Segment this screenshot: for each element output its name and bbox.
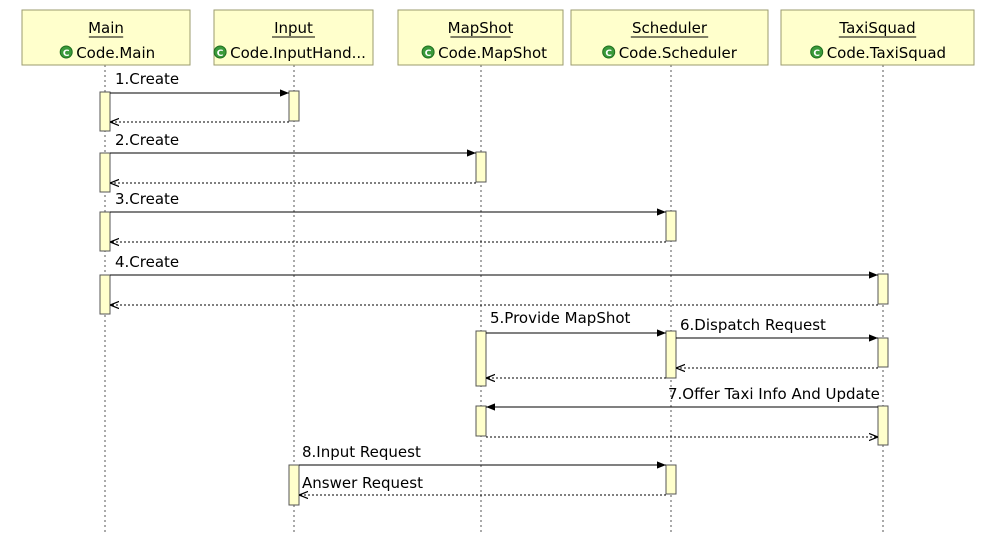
activation-bar-main	[99, 274, 111, 315]
class-c-icon: C	[59, 45, 73, 59]
svg-text:C: C	[813, 49, 820, 59]
lifeline-classifier: Code.TaxiSquad	[827, 44, 946, 62]
lifeline-name: Input	[274, 19, 313, 37]
activation-bar-taxisquad	[877, 405, 889, 446]
activation-bar-mapshot	[475, 330, 487, 387]
message-label: Answer Request	[302, 474, 423, 492]
activation-bar-input	[288, 464, 300, 506]
svg-text:C: C	[63, 49, 70, 59]
message-label: 7.Offer Taxi Info And Update	[668, 385, 880, 403]
message-call-arrow[interactable]: 6.Dispatch Request	[676, 316, 878, 342]
activation-bar-main	[99, 211, 111, 252]
lifeline-classifier: Code.Scheduler	[619, 44, 738, 62]
message-call-arrow[interactable]: 3.Create	[110, 190, 666, 216]
activation-bars	[99, 90, 889, 506]
message-label: 1.Create	[115, 70, 179, 88]
lifeline-name: Main	[88, 19, 124, 37]
message-call-arrow[interactable]: 4.Create	[110, 253, 878, 279]
lifeline-classifier: Code.InputHand...	[230, 44, 366, 62]
activation-bar-main	[99, 91, 111, 132]
class-c-icon: C	[602, 45, 616, 59]
activation-bar-scheduler	[665, 330, 677, 379]
class-c-icon: C	[810, 45, 824, 59]
activation-bar-mapshot	[475, 151, 487, 183]
message-call-arrow[interactable]: 8.Input Request	[299, 443, 666, 469]
activation-bar-input	[288, 90, 300, 122]
message-call-arrow[interactable]: 2.Create	[110, 131, 476, 157]
svg-text:C: C	[605, 49, 612, 59]
message-label: 2.Create	[115, 131, 179, 149]
svg-text:C: C	[217, 49, 224, 59]
message-label: 4.Create	[115, 253, 179, 271]
lifeline-name: TaxiSquad	[838, 19, 915, 37]
message-call-arrow[interactable]: 5.Provide MapShot	[486, 309, 666, 337]
message-label: 6.Dispatch Request	[680, 316, 826, 334]
class-c-icon: C	[421, 45, 435, 59]
activation-bar-scheduler	[665, 464, 677, 495]
class-c-icon: C	[213, 45, 227, 59]
lifeline-name: Scheduler	[632, 19, 708, 37]
activation-bar-main	[99, 152, 111, 193]
activation-bar-mapshot	[475, 405, 487, 437]
message-call-arrow[interactable]: 7.Offer Taxi Info And Update	[486, 385, 880, 411]
activation-bar-taxisquad	[877, 273, 889, 305]
message-call-arrow[interactable]: 1.Create	[110, 70, 289, 97]
activation-bar-scheduler	[665, 210, 677, 242]
message-return-arrow[interactable]: Answer Request	[299, 474, 666, 495]
messages: 1.Create 2.Create 3.Create 4.Create 5.Provid…	[110, 70, 880, 495]
message-label: 8.Input Request	[302, 443, 421, 461]
lifeline-name: MapShot	[448, 19, 514, 37]
lifeline-classifier: Code.Main	[76, 44, 155, 62]
message-label: 5.Provide MapShot	[490, 309, 631, 327]
message-label: 3.Create	[115, 190, 179, 208]
svg-text:C: C	[425, 49, 432, 59]
activation-bar-taxisquad	[877, 337, 889, 368]
lifeline-classifier: Code.MapShot	[438, 44, 547, 62]
